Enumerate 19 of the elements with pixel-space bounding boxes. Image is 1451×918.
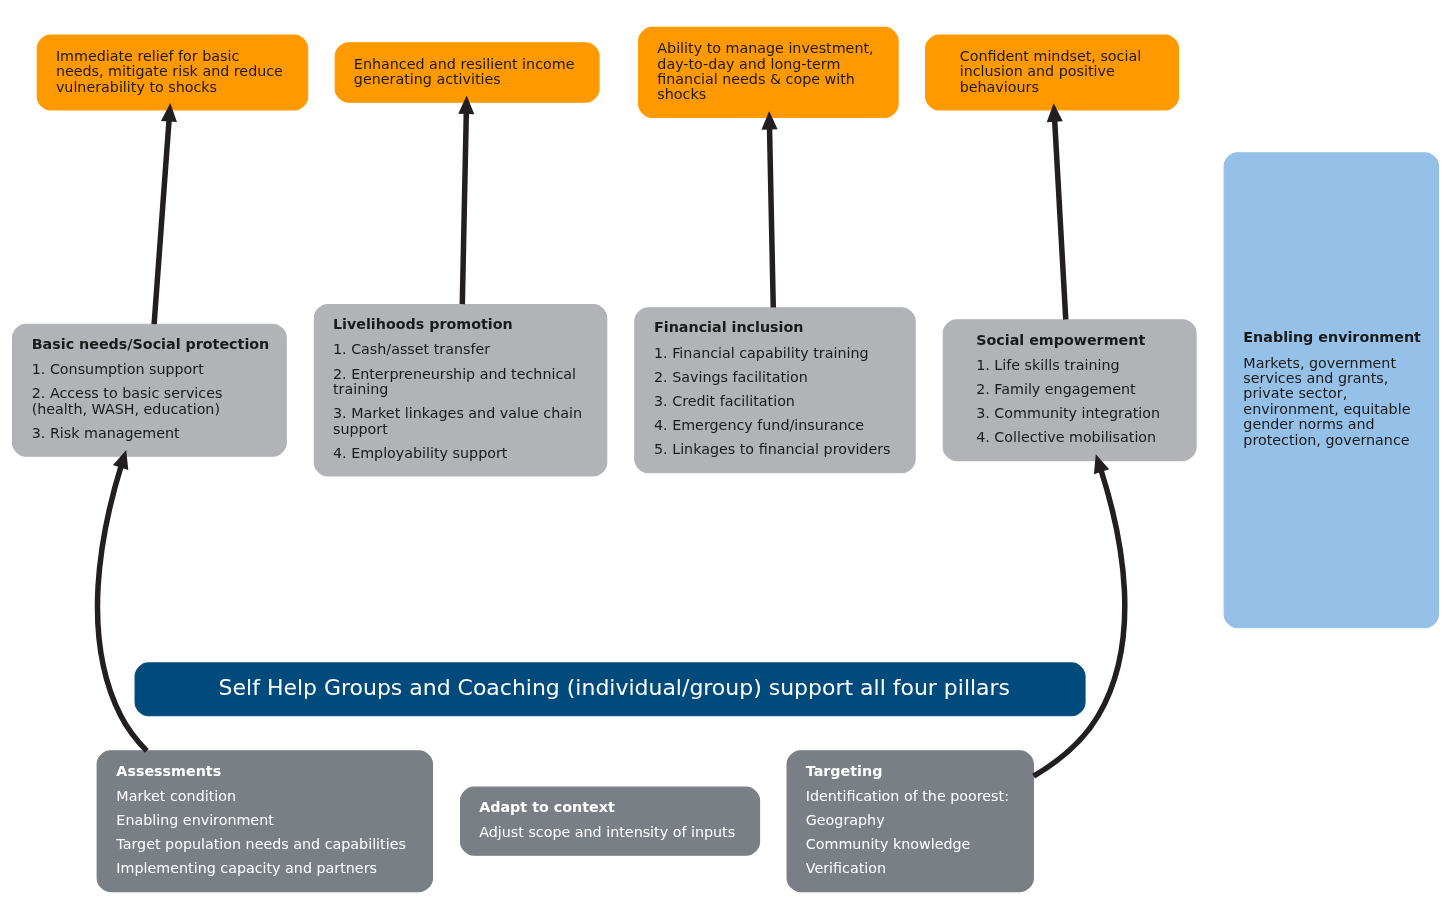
node-box: Ability to manage investment, day-to-day and long-term financial needs & cope with shocks xyxy=(638,26,899,118)
node-box: Livelihoods promotion 1. Cash/asset transfer 2. Enterpreneurship and technical training 3. Market linkages and value chain support 4. Employability support xyxy=(313,303,608,477)
node-box: Adapt to context Adjust scope and intensity of inputs xyxy=(459,786,761,856)
node-box: Assessments Market condition Enabling environment Target population needs and capabilities Implementing capacity and partners xyxy=(96,749,434,892)
arrow xyxy=(1032,453,1128,778)
arrow xyxy=(458,95,475,304)
arrow xyxy=(151,102,177,324)
node-box: Enabling environment Markets, government services and grants, private sector, environment, equitable gender norms and protection, governance xyxy=(1223,151,1440,628)
node-box: Targeting Identification of the poorest: Geography Community knowledge Verification xyxy=(786,749,1034,892)
arrow xyxy=(761,110,778,307)
node-box: Immediate relief for basic needs, mitigate risk and reduce vulnerability to shocks xyxy=(36,34,309,110)
node-box: Basic needs/Social protection 1. Consumption support 2. Access to basic services (health, WASH, education) 3. Risk management xyxy=(11,323,287,457)
node-box: Enhanced and resilient income generating activities xyxy=(334,41,600,103)
arrow xyxy=(94,449,149,753)
arrow xyxy=(1046,102,1069,320)
node-box: Social empowerment 1. Life skills training 2. Family engagement 3. Community integration 4. Collective mobilisation xyxy=(942,318,1197,461)
node-box: Confident mindset, social inclusion and positive behaviours xyxy=(925,34,1180,110)
node-box: Financial inclusion 1. Financial capability training 2. Savings facilitation 3. Credit facilitation 4. Emergency fund/insurance 5. Linkages to financial providers xyxy=(634,306,916,473)
node-box: Self Help Groups and Coaching (individual/group) support all four pillars xyxy=(134,661,1086,716)
